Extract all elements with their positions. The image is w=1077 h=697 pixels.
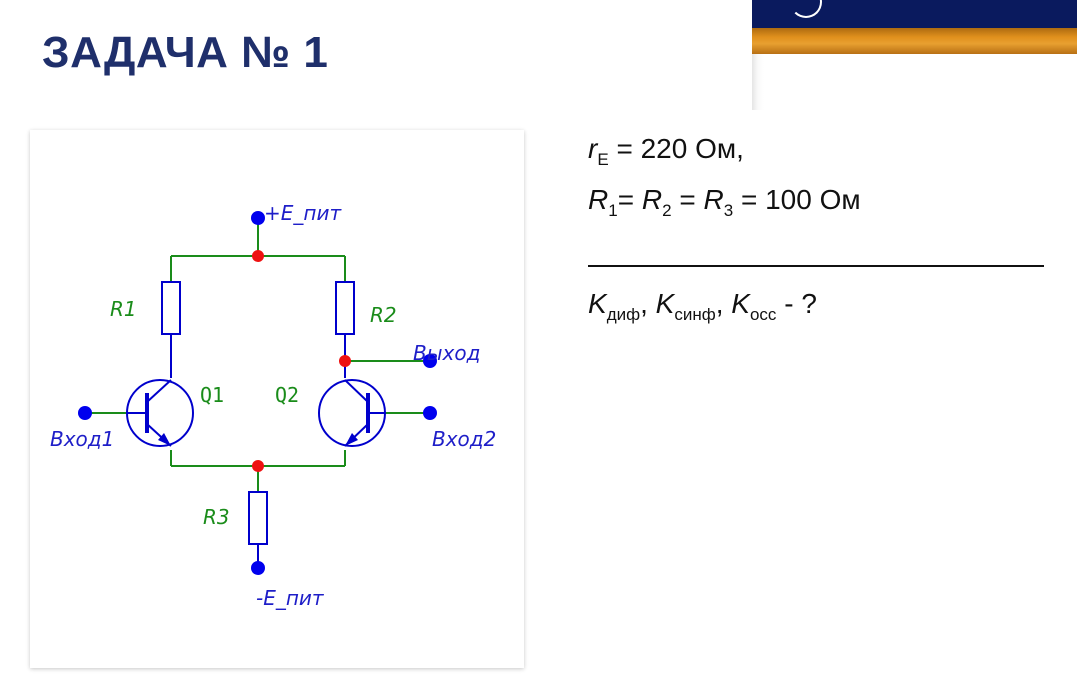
sym-r2: R [641,184,663,215]
label-q2: Q2 [275,383,299,407]
sym-k-oss: K [731,288,750,319]
components [126,281,386,568]
eq-2: = [671,184,704,215]
sub-oss: осс [749,305,777,324]
label-input2: Вход2 [432,427,496,451]
wires [85,218,430,492]
sub-1: 1 [608,201,618,220]
transistor-q1 [126,379,194,447]
sep-2: , [715,288,732,319]
given-resistors: R1= R2 = R3 = 100 Ом [588,184,861,219]
label-supply-pos: +E_пит [264,201,342,225]
label-supply-neg: -E_пит [256,586,325,610]
label-r3: R3 [203,505,230,529]
sym-r3: R [703,184,724,215]
junction-emitter [252,460,264,472]
junction-output [339,355,351,367]
sub-sinf: синф [674,305,716,324]
junctions [252,250,351,472]
junction-top [252,250,264,262]
terminals [78,211,437,575]
sym-k-sinf: K [655,288,675,319]
circuit-svg: +E_пит -E_пит R1 R2 R3 Q1 Q2 Вход1 Вход2… [50,201,496,610]
question-mark: - ? [776,288,817,319]
resistor-r1 [161,281,181,335]
terminal-input2 [423,406,437,420]
label-output: Выход [413,341,480,365]
sub-e: E [597,150,609,169]
terminal-supply-pos [251,211,265,225]
circuit-diagram: +E_пит -E_пит R1 R2 R3 Q1 Q2 Вход1 Вход2… [30,130,524,668]
value-re: = 220 Ом, [608,133,744,164]
sym-r1: R [588,184,609,215]
terminal-input1 [78,406,92,420]
eq-1: = [617,184,642,215]
label-q1: Q1 [200,383,224,407]
sym-k-dif: K [588,288,607,319]
sub-2: 2 [662,201,672,220]
sym-r: r [588,133,598,164]
slide-title: ЗАДАЧА № 1 [42,28,329,77]
sub-dif: диф [606,305,641,324]
resistor-r2 [335,281,355,335]
transistor-q2 [318,379,386,447]
label-input1: Вход1 [50,427,114,451]
label-r1: R1 [110,297,137,321]
sub-3: 3 [723,201,734,220]
sep-1: , [640,288,656,319]
terminal-supply-neg [251,561,265,575]
resistor-r3 [248,491,268,545]
terminal-output [423,354,437,368]
given-divider [588,265,1044,267]
question-line: Kдиф, Kсинф, Kосс - ? [588,288,817,323]
label-r2: R2 [370,303,397,327]
given-re: rE = 220 Ом, [588,133,744,168]
banner-orange-stripe [752,28,1077,54]
value-resistors: = 100 Ом [733,184,861,215]
